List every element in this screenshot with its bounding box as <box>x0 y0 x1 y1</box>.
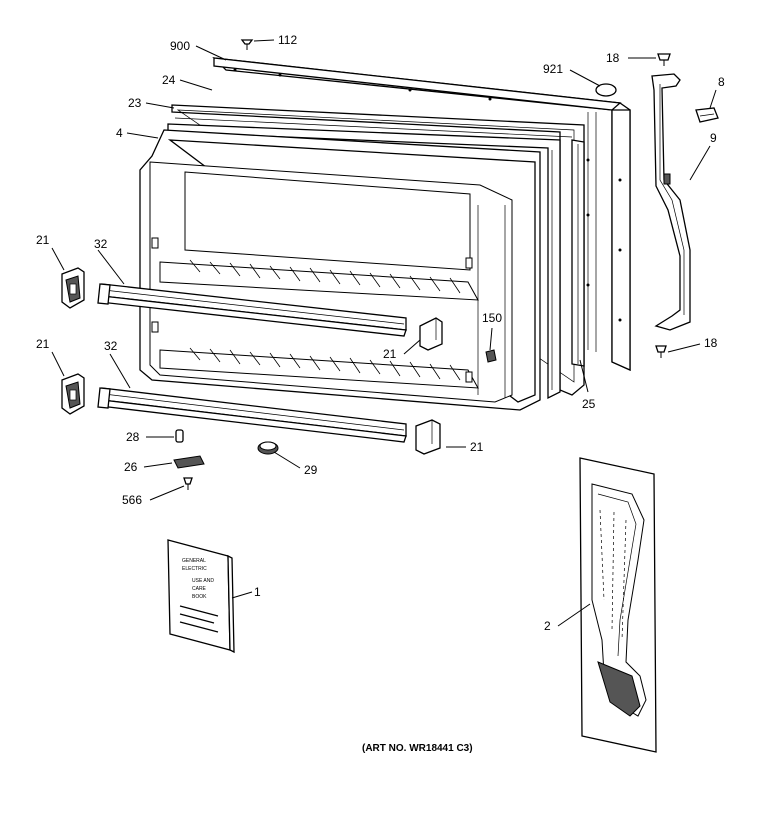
art-number: (ART NO. WR18441 C3) <box>362 743 473 754</box>
door-shelf-bar-upper <box>97 283 407 337</box>
callout-23: 23 <box>128 96 142 110</box>
callout-29: 29 <box>304 463 318 477</box>
callout-24: 24 <box>162 73 176 87</box>
callout-4: 4 <box>116 126 123 140</box>
booklet-line-0: GENERAL <box>182 558 206 564</box>
door-dike <box>571 139 585 367</box>
plug-button <box>595 83 617 97</box>
shelf-end-cap-lower-right <box>415 419 441 455</box>
callout-labels: 900 112 24 23 4 921 18 8 9 18 21 32 21 1… <box>36 33 725 633</box>
leader-lines <box>51 39 717 627</box>
outer-door-panel <box>212 57 631 372</box>
callout-21-left-upper: 21 <box>36 233 50 247</box>
booklet-line-3: CARE <box>192 586 207 592</box>
callout-1: 1 <box>254 585 261 599</box>
screw-18-top <box>657 53 671 66</box>
door-handle-trim <box>579 457 657 753</box>
callout-900: 900 <box>170 39 190 53</box>
callout-150: 150 <box>482 311 502 325</box>
door-handle-hinge <box>651 73 691 331</box>
callout-25: 25 <box>582 397 596 411</box>
booklet-line-4: BOOK <box>192 594 207 600</box>
shelf-end-cap-upper-left <box>61 267 85 309</box>
callout-21-lower-right: 21 <box>470 440 484 454</box>
shelf-end-cap-lower-left <box>61 373 85 415</box>
callout-921: 921 <box>543 62 563 76</box>
callout-8: 8 <box>718 75 725 89</box>
use-and-care-booklet: GENERAL ELECTRIC USE AND CARE BOOK <box>167 539 235 654</box>
part-566-screw <box>183 477 193 490</box>
callout-2: 2 <box>544 619 551 633</box>
callout-26: 26 <box>124 460 138 474</box>
part-26-bracket <box>173 455 205 469</box>
screw-18-bottom <box>655 345 667 358</box>
callout-9: 9 <box>710 131 717 145</box>
callout-28: 28 <box>126 430 140 444</box>
booklet-line-1: ELECTRIC <box>182 566 207 572</box>
part-28-pin <box>175 429 184 443</box>
booklet-line-2: USE AND <box>192 578 214 584</box>
part-29-button <box>257 441 279 455</box>
bolt-150 <box>485 349 497 363</box>
callout-32-upper: 32 <box>94 237 108 251</box>
inner-door-liner <box>139 129 541 411</box>
shim-clip-8 <box>695 107 719 123</box>
door-shelf-bar-lower <box>97 387 407 443</box>
shelf-end-cap-mid-right <box>419 317 443 351</box>
callout-566: 566 <box>122 493 142 507</box>
screw-112 <box>240 39 254 50</box>
callout-21-left-lower: 21 <box>36 337 50 351</box>
callout-112: 112 <box>278 33 297 47</box>
callout-21-mid: 21 <box>383 347 397 361</box>
callout-18-top: 18 <box>606 51 620 65</box>
callout-18-bottom: 18 <box>704 336 718 350</box>
callout-32-lower: 32 <box>104 339 118 353</box>
